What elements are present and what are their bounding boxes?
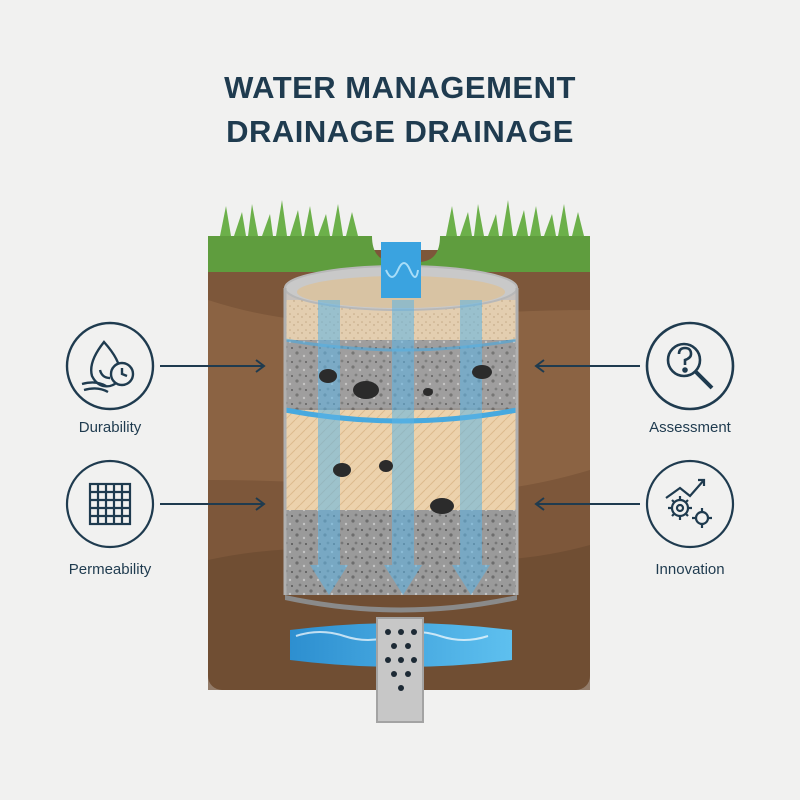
feature-label-permeability: Permeability	[68, 561, 152, 578]
feature-label-durability: Durability	[78, 419, 142, 436]
grass-left	[208, 236, 395, 272]
feature-label-innovation: Innovation	[655, 561, 725, 578]
pipe-perforations	[385, 629, 417, 691]
mesh-grid-icon	[65, 459, 155, 549]
drain-pipe	[376, 617, 424, 723]
water-inlet	[381, 242, 421, 298]
connector-arrows	[160, 359, 640, 511]
grass-blades-left	[220, 200, 358, 236]
feature-label-assessment: Assessment	[649, 419, 731, 436]
gears-arrow-icon	[645, 459, 735, 549]
magnifier-question-icon	[645, 321, 735, 411]
page-title-line-2: DRAINAGE DRAINAGE	[226, 114, 574, 149]
water-drop-clock-icon	[65, 321, 155, 411]
page-title-line-1: WATER MANAGEMENT	[224, 70, 576, 105]
rocks	[319, 365, 492, 514]
flow-arrows	[310, 300, 490, 595]
grass-blades-right	[446, 200, 584, 236]
grass-right	[418, 236, 590, 272]
